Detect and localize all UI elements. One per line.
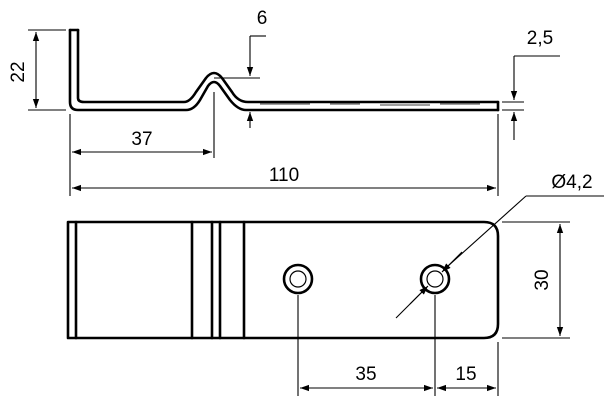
dim-leader-hole-upper: [447, 195, 527, 267]
side-view: 22 37 6 2,5 110: [8, 8, 560, 196]
dim-label-35: 35: [355, 364, 376, 385]
side-profile-outer: [68, 28, 500, 112]
dim-label-30: 30: [532, 269, 553, 290]
hole-2: [419, 263, 451, 295]
plan-view: Ø4,2 30 35 15: [66, 172, 604, 396]
plan-outline: [66, 220, 500, 340]
dim-label-2-5: 2,5: [527, 28, 553, 49]
dim-label-37: 37: [131, 129, 152, 150]
dim-arrow-hole-upper: [441, 251, 463, 273]
dim-label-110: 110: [269, 165, 299, 186]
side-section-hatch: [260, 103, 480, 106]
hole-1: [282, 263, 314, 295]
dim-arrow-hole-lower: [409, 285, 429, 305]
dim-label-22: 22: [8, 61, 29, 82]
dim-label-6: 6: [257, 8, 268, 29]
side-profile-inner: [76, 28, 500, 104]
dim-label-hole-diameter: Ø4,2: [551, 172, 592, 193]
side-end-cap: [68, 28, 500, 112]
dim-label-15: 15: [455, 364, 476, 385]
